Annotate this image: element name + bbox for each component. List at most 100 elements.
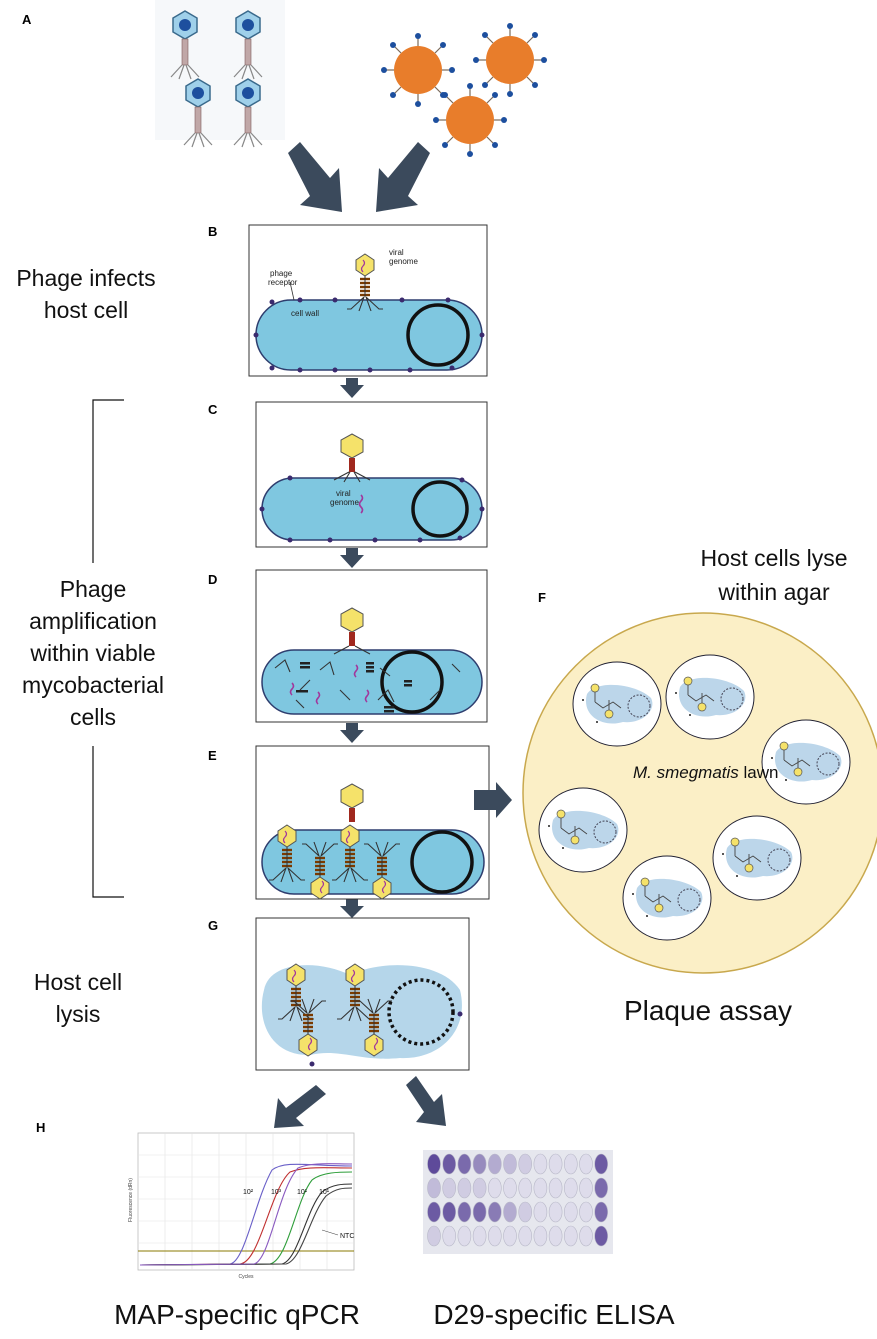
lawn-label: M. smegmatis lawn xyxy=(633,763,778,782)
caption-host-lysis-1: Host cell xyxy=(34,969,122,995)
qpcr-yaxis-label: Fluorescence (dRn) xyxy=(128,1178,134,1222)
elisa-well xyxy=(472,1177,487,1199)
elisa-well xyxy=(579,1177,593,1199)
panel-letter-g: G xyxy=(208,918,218,933)
caption-host-lysis-2: lysis xyxy=(56,1001,101,1027)
elisa-well xyxy=(457,1177,472,1199)
elisa-well xyxy=(563,1177,578,1199)
elisa-well xyxy=(563,1153,578,1175)
caption-plaque-assay: Plaque assay xyxy=(624,995,792,1026)
panel-letter-c: C xyxy=(208,402,218,417)
converging-arrows xyxy=(288,142,430,212)
elisa-well xyxy=(487,1153,502,1175)
elisa-well xyxy=(442,1177,457,1199)
elisa-well xyxy=(442,1153,457,1175)
diverging-arrows xyxy=(274,1076,446,1128)
panel-letter-e: E xyxy=(208,748,217,763)
elisa-well xyxy=(472,1225,487,1247)
caption-amplification-1: Phage xyxy=(60,576,127,602)
qpcr-xaxis-label: Cycles xyxy=(238,1274,254,1280)
elisa-well xyxy=(503,1153,517,1175)
caption-host-lyse-agar-2: within agar xyxy=(717,579,830,605)
label-cell-wall: cell wall xyxy=(291,309,319,318)
elisa-wells xyxy=(427,1153,609,1247)
amplification-bracket xyxy=(92,399,124,898)
caption-qpcr: MAP-specific qPCR xyxy=(114,1299,360,1330)
qpcr-chart: 10² 10³ 10¹ 10¹ NTC Cycles Fluorescence … xyxy=(128,1132,355,1280)
elisa-well xyxy=(518,1177,533,1199)
elisa-well xyxy=(503,1225,517,1247)
elisa-well xyxy=(579,1153,593,1175)
elisa-well xyxy=(427,1225,441,1247)
caption-amplification-2: amplification xyxy=(29,608,157,634)
label-phage: phage xyxy=(270,269,293,278)
elisa-well xyxy=(548,1201,563,1223)
elisa-well xyxy=(518,1201,533,1223)
antibody-beads-illustration xyxy=(380,22,548,158)
label-viral: viral xyxy=(389,248,404,257)
dilution-label-3: 10¹ xyxy=(297,1189,308,1196)
elisa-well xyxy=(579,1225,593,1247)
caption-amplification-3: within viable xyxy=(29,640,155,666)
label-viral-c: viral xyxy=(336,489,351,498)
elisa-well xyxy=(594,1153,609,1175)
elisa-well xyxy=(503,1177,517,1199)
elisa-well xyxy=(518,1225,533,1247)
panel-e-assembly xyxy=(255,745,490,901)
panel-letter-b: B xyxy=(208,224,217,239)
elisa-well xyxy=(442,1225,457,1247)
elisa-well xyxy=(503,1201,517,1223)
elisa-well xyxy=(472,1201,487,1223)
phage-particles-illustration xyxy=(155,0,285,148)
elisa-well xyxy=(533,1153,548,1175)
label-genome: genome xyxy=(389,257,418,266)
elisa-well xyxy=(533,1177,548,1199)
elisa-well xyxy=(533,1225,548,1247)
elisa-well xyxy=(548,1177,563,1199)
panel-c-genome-injection: viral genome xyxy=(255,401,488,548)
elisa-well xyxy=(457,1225,472,1247)
down-arrows xyxy=(340,378,364,918)
elisa-well xyxy=(579,1201,593,1223)
caption-amplification-5: cells xyxy=(70,704,116,730)
agar-plate: M. smegmatis lawn xyxy=(522,612,877,974)
panel-letter-d: D xyxy=(208,572,217,587)
dilution-label-1: 10² xyxy=(243,1189,254,1196)
caption-amplification-4: mycobacterial xyxy=(22,672,164,698)
elisa-well xyxy=(594,1225,609,1247)
elisa-well xyxy=(427,1153,441,1175)
panel-g-lysis xyxy=(255,917,470,1071)
plaques xyxy=(538,654,851,941)
ntc-label: NTC xyxy=(340,1233,354,1240)
elisa-well xyxy=(594,1177,609,1199)
elisa-well xyxy=(548,1225,563,1247)
elisa-well xyxy=(472,1153,487,1175)
caption-phage-infects-2: host cell xyxy=(44,297,128,323)
label-receptor: receptor xyxy=(268,278,298,287)
caption-elisa: D29-specific ELISA xyxy=(433,1299,675,1330)
elisa-plate xyxy=(423,1150,613,1254)
caption-host-lyse-agar-1: Host cells lyse xyxy=(701,545,848,571)
elisa-well xyxy=(427,1177,441,1199)
elisa-well xyxy=(487,1201,502,1223)
elisa-well xyxy=(518,1153,533,1175)
panel-b-infection: viral genome phage receptor cell wall xyxy=(248,224,488,377)
arrow-to-plaque xyxy=(474,782,512,818)
panel-d-replication xyxy=(255,569,488,723)
elisa-well xyxy=(548,1153,563,1175)
elisa-well xyxy=(594,1201,609,1223)
elisa-well xyxy=(487,1225,502,1247)
caption-phage-infects-1: Phage infects xyxy=(16,265,155,291)
dilution-label-2: 10³ xyxy=(271,1189,282,1196)
dilution-label-4: 10¹ xyxy=(319,1189,330,1196)
panel-letter-h: H xyxy=(36,1120,45,1135)
elisa-well xyxy=(533,1201,548,1223)
elisa-well xyxy=(563,1225,578,1247)
panel-letter-a: A xyxy=(22,12,32,27)
label-genome-c: genome xyxy=(330,498,359,507)
elisa-well xyxy=(442,1201,457,1223)
elisa-well xyxy=(487,1177,502,1199)
elisa-well xyxy=(457,1201,472,1223)
elisa-well xyxy=(563,1201,578,1223)
